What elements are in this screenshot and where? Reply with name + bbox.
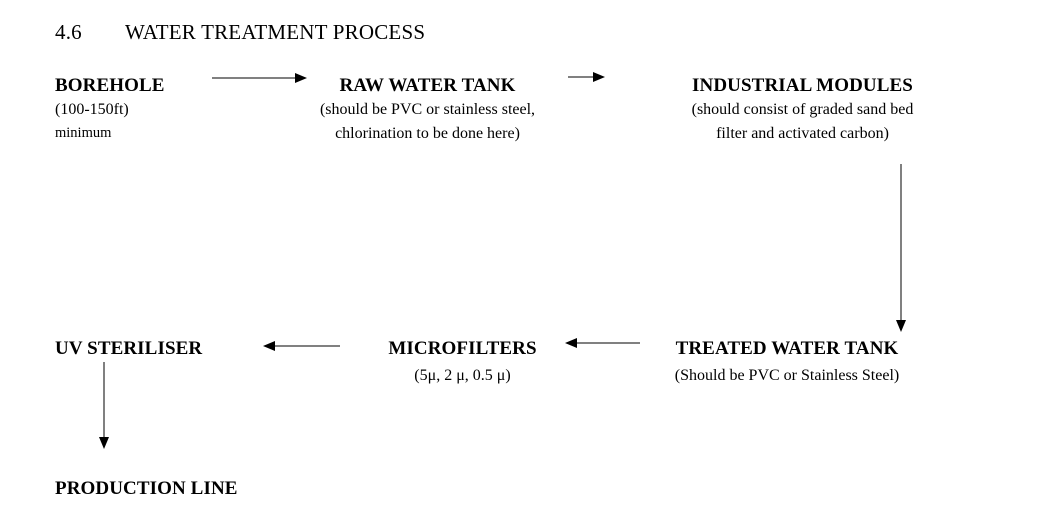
flow-node-borehole-title: BOREHOLE [55, 75, 165, 96]
flow-node-uv-steriliser-title: UV STERILISER [55, 338, 203, 359]
arrow-uv-steriliser-to-production-line-icon [97, 362, 111, 449]
flow-node-industrial-modules-title: INDUSTRIAL MODULES [692, 75, 913, 96]
arrow-raw-water-tank-to-industrial-modules-icon [568, 70, 605, 84]
flow-node-microfilters-sub1: (5μ, 2 μ, 0.5 μ) [414, 367, 511, 384]
flow-node-borehole: BOREHOLE (100-150ft) minimum [55, 74, 165, 145]
flow-node-production-line: PRODUCTION LINE [55, 477, 238, 501]
flow-node-industrial-modules: INDUSTRIAL MODULES (should consist of gr… [640, 74, 965, 146]
flow-node-uv-steriliser: UV STERILISER [55, 337, 202, 361]
section-title: WATER TREATMENT PROCESS [125, 20, 426, 44]
section-number: 4.6 [55, 20, 82, 44]
flow-node-production-line-title: PRODUCTION LINE [55, 478, 238, 499]
flow-node-borehole-sub2: minimum [55, 125, 112, 141]
flow-node-raw-water-tank-title: RAW WATER TANK [339, 75, 516, 96]
arrow-microfilters-to-uv-steriliser-icon [263, 339, 340, 353]
arrow-treated-water-tank-to-microfilters-icon [565, 336, 640, 350]
flow-node-microfilters: MICROFILTERS (5μ, 2 μ, 0.5 μ) [360, 337, 565, 391]
flow-node-raw-water-tank: RAW WATER TANK (should be PVC or stainle… [280, 74, 575, 146]
arrow-borehole-to-raw-water-tank-icon [212, 71, 307, 85]
flow-node-treated-water-tank: TREATED WATER TANK (Should be PVC or Sta… [643, 337, 931, 391]
flow-node-raw-water-tank-sub1: (should be PVC or stainless steel, [319, 101, 536, 118]
flow-node-treated-water-tank-title: TREATED WATER TANK [675, 338, 899, 359]
flow-node-raw-water-tank-sub2: chlorination to be done here) [335, 125, 520, 142]
page-title: 4.6 WATER TREATMENT PROCESS [55, 19, 425, 45]
flow-node-treated-water-tank-sub1: (Should be PVC or Stainless Steel) [674, 367, 900, 384]
flow-node-industrial-modules-sub2: filter and activated carbon) [716, 125, 889, 142]
flow-node-industrial-modules-sub1: (should consist of graded sand bed [691, 101, 914, 118]
flow-node-borehole-sub1: (100-150ft) [55, 101, 129, 118]
arrow-industrial-modules-to-treated-water-tank-icon [894, 164, 908, 332]
flow-node-microfilters-title: MICROFILTERS [388, 338, 537, 359]
